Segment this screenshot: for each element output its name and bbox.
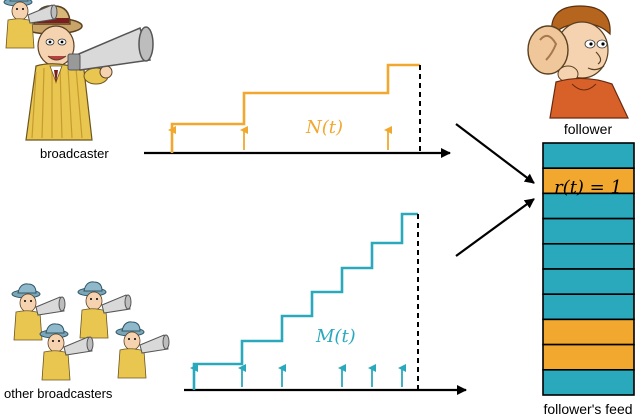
followers-feed-label: follower's feed: [543, 401, 632, 417]
feed-slot-teal: [542, 217, 635, 245]
others-to-feed-arrow: [455, 198, 535, 257]
r-of-t-label: r(t) = 1: [554, 177, 622, 198]
feed-slot-teal: [542, 142, 635, 170]
followers-feed-stack: [542, 142, 635, 396]
broadcaster-counting-process: [170, 63, 420, 153]
broadcaster-timeline: N(t): [144, 63, 451, 158]
m-of-t-label: M(t): [315, 326, 356, 347]
feed-slot-teal: [542, 368, 635, 396]
n-of-t-label: N(t): [305, 117, 343, 138]
others-counting-process: [192, 212, 418, 390]
other-broadcasters-label: other broadcasters: [4, 386, 113, 401]
broadcaster-label: broadcaster: [40, 146, 109, 161]
mini-broadcaster-icon: [3, 0, 58, 49]
feed-slot-teal: [542, 243, 635, 270]
feed-slot-orange: [542, 318, 635, 346]
follower-icon: [527, 5, 629, 119]
broadcaster-icon: [21, 5, 154, 141]
feed-slot-orange: [542, 343, 635, 371]
follower-label: follower: [564, 121, 613, 137]
feed-slot-teal: [542, 293, 635, 321]
other-broadcasters-icon: [3, 0, 170, 381]
feed-slot-teal: [542, 268, 635, 296]
others-timeline: M(t): [184, 212, 467, 395]
broadcaster-to-feed-arrow: [455, 123, 535, 184]
